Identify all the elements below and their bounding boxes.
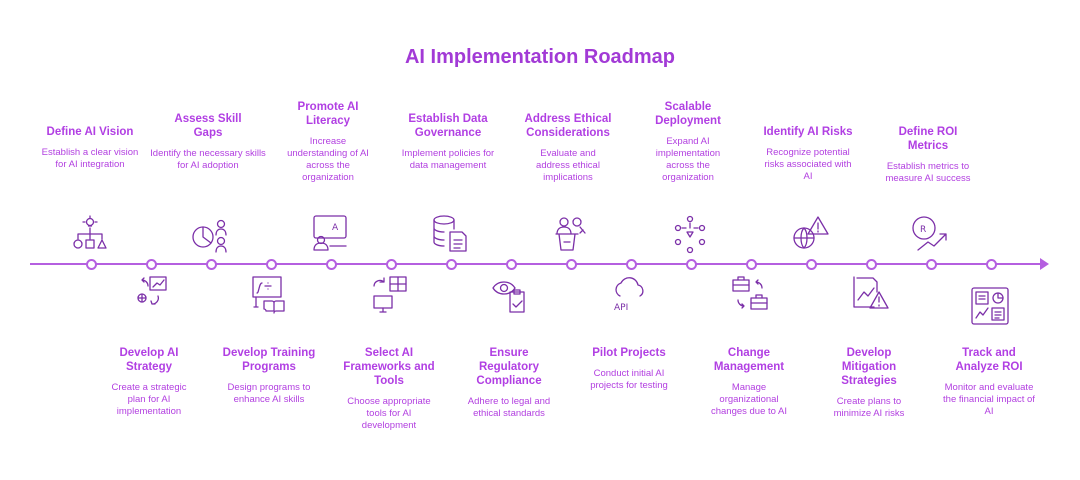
network-nodes-icon	[670, 214, 710, 254]
step-description: Recognize potential risks associated wit…	[764, 147, 852, 182]
step-title: Define AI Vision	[46, 126, 134, 138]
step-define-ai-vision: Define AI Vision Establish a clear visio…	[25, 125, 155, 171]
timeline-node	[506, 259, 517, 270]
timeline-node	[986, 259, 997, 270]
step-description: Evaluate and address ethical implication…	[536, 148, 600, 183]
step-description: Design programs to enhance AI skills	[227, 382, 311, 405]
svg-text:A: A	[332, 223, 339, 233]
step-title: Identify AI Risks	[763, 126, 853, 138]
timeline-node	[686, 259, 697, 270]
step-address-ethical-considerations: Address Ethical Considerations Evaluate …	[503, 112, 633, 184]
step-title: Change Management	[713, 347, 785, 373]
step-title: Address Ethical Considerations	[524, 113, 612, 139]
whiteboard-book-icon	[250, 274, 290, 314]
step-description: Adhere to legal and ethical standards	[467, 396, 551, 419]
lightbulb-flowchart-icon	[70, 214, 110, 254]
step-identify-ai-risks: Identify AI Risks Recognize potential ri…	[743, 125, 873, 183]
globe-warning-icon	[790, 214, 830, 254]
step-develop-ai-strategy: Develop AI Strategy Create a strategic p…	[84, 346, 214, 418]
strategy-presentation-icon	[130, 274, 170, 314]
timeline-node	[866, 259, 877, 270]
step-title: Ensure Regulatory Compliance	[476, 347, 542, 387]
step-title: Define ROI Metrics	[898, 126, 958, 152]
step-description: Identify the necessary skills for AI ado…	[150, 148, 266, 171]
step-description: Choose appropriate tools for AI developm…	[347, 396, 431, 431]
step-description: Monitor and evaluate the financial impac…	[943, 382, 1035, 417]
timeline-node	[266, 259, 277, 270]
step-title: Develop Training Programs	[222, 347, 316, 373]
timeline-node	[926, 259, 937, 270]
step-develop-training-programs: Develop Training Programs Design program…	[204, 346, 334, 406]
step-title: Select AI Frameworks and Tools	[343, 347, 435, 387]
step-title: Develop AI Strategy	[119, 347, 179, 373]
timeline-node	[86, 259, 97, 270]
step-title: Scalable Deployment	[655, 101, 721, 127]
svg-text:API: API	[614, 303, 628, 313]
step-description: Expand AI implementation across the orga…	[655, 136, 721, 183]
timeline-line	[30, 263, 1044, 265]
step-select-ai-frameworks-and-tools: Select AI Frameworks and Tools Choose ap…	[324, 346, 454, 432]
briefcase-swap-icon	[730, 274, 770, 314]
timeline-node	[146, 259, 157, 270]
step-scalable-deployment: Scalable Deployment Expand AI implementa…	[623, 100, 753, 184]
svg-text:R: R	[920, 225, 926, 235]
dashboard-icon	[970, 286, 1010, 326]
eye-checklist-icon	[490, 274, 530, 314]
tools-grid-icon	[370, 274, 410, 314]
step-description: Create a strategic plan for AI implement…	[111, 382, 187, 417]
timeline-node	[446, 259, 457, 270]
currency-growth-icon: R	[910, 214, 950, 254]
timeline-node	[626, 259, 637, 270]
timeline-node	[206, 259, 217, 270]
step-description: Establish a clear vision for AI integrat…	[41, 147, 139, 170]
step-title: Track and Analyze ROI	[955, 347, 1023, 373]
step-track-and-analyze-roi: Track and Analyze ROI Monitor and evalua…	[924, 346, 1054, 418]
step-title: Promote AI Literacy	[297, 101, 359, 127]
step-description: Implement policies for data management	[401, 148, 495, 171]
step-develop-mitigation-strategies: Develop Mitigation Strategies Create pla…	[804, 346, 934, 420]
pie-chart-people-icon	[190, 215, 230, 255]
step-establish-data-governance: Establish Data Governance Implement poli…	[383, 112, 513, 172]
cloud-api-icon: API	[610, 274, 650, 314]
timeline-arrowhead	[1040, 258, 1049, 270]
timeline-node	[806, 259, 817, 270]
step-define-roi-metrics: Define ROI Metrics Establish metrics to …	[863, 125, 993, 185]
step-title: Develop Mitigation Strategies	[841, 347, 897, 387]
step-assess-skill-gaps: Assess Skill Gaps Identify the necessary…	[143, 112, 273, 172]
timeline-node	[326, 259, 337, 270]
step-title: Assess Skill Gaps	[174, 113, 242, 139]
learner-screen-icon: A	[310, 213, 350, 253]
timeline-node	[386, 259, 397, 270]
step-title: Establish Data Governance	[408, 113, 488, 139]
timeline-node	[566, 259, 577, 270]
step-pilot-projects: Pilot Projects Conduct initial AI projec…	[564, 346, 694, 392]
page-title: AI Implementation Roadmap	[404, 46, 676, 68]
timeline-node	[746, 259, 757, 270]
chart-warning-icon	[850, 274, 890, 314]
step-description: Conduct initial AI projects for testing	[590, 368, 668, 391]
step-description: Establish metrics to measure AI success	[885, 161, 971, 184]
step-promote-ai-literacy: Promote AI Literacy Increase understandi…	[263, 100, 393, 184]
step-description: Increase understanding of AI across the …	[287, 136, 369, 183]
database-document-icon	[430, 213, 470, 253]
step-ensure-regulatory-compliance: Ensure Regulatory Compliance Adhere to l…	[444, 346, 574, 420]
speaker-podium-icon	[550, 214, 590, 254]
step-description: Create plans to minimize AI risks	[833, 396, 905, 419]
step-title: Pilot Projects	[592, 347, 666, 359]
step-description: Manage organizational changes due to AI	[710, 382, 788, 417]
step-change-management: Change Management Manage organizational …	[684, 346, 814, 418]
